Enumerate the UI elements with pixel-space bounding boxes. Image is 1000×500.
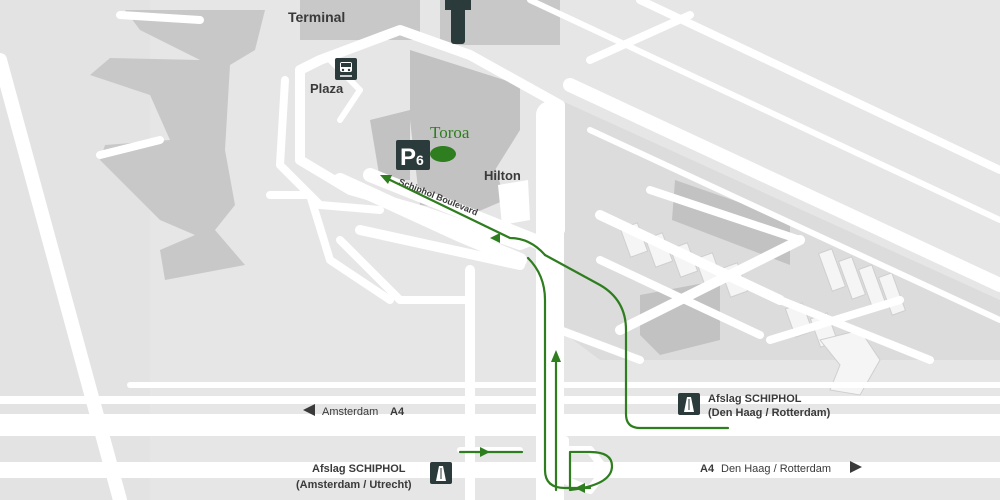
motorway-icon <box>678 393 700 415</box>
route <box>384 176 730 492</box>
a4-west-road: A4 <box>390 406 405 418</box>
parking-letter: P <box>400 144 416 171</box>
destination-label: Toroa <box>430 123 470 142</box>
terminal-building <box>90 0 560 280</box>
a4-west-label: Amsterdam <box>322 406 378 418</box>
destination-marker[interactable] <box>430 146 456 162</box>
control-tower <box>445 0 471 44</box>
hilton-building <box>498 180 530 225</box>
a4-east-label: Den Haag / Rotterdam <box>721 463 831 475</box>
train-station-icon[interactable] <box>335 58 357 80</box>
exit-east-sub: (Den Haag / Rotterdam) <box>708 407 831 419</box>
a4-east-road: A4 <box>700 463 715 475</box>
exit-west-sub: (Amsterdam / Utrecht) <box>296 479 412 491</box>
parking-icon[interactable]: P 6 <box>396 140 430 171</box>
a4-east-arrow <box>850 461 862 473</box>
plaza-label: Plaza <box>310 81 344 96</box>
terminal-label: Terminal <box>288 9 345 25</box>
center-buildings <box>370 50 520 215</box>
arrow-right-icon <box>850 461 862 473</box>
motorway-icon <box>430 462 452 484</box>
exit-west-title: Afslag SCHIPHOL <box>312 463 406 475</box>
hilton-label: Hilton <box>484 168 521 183</box>
a4-west-arrow <box>303 404 315 416</box>
parking-number: 6 <box>416 152 424 168</box>
route-arrows <box>380 175 585 493</box>
exit-east-title: Afslag SCHIPHOL <box>708 393 802 405</box>
arrow-left-icon <box>303 404 315 416</box>
